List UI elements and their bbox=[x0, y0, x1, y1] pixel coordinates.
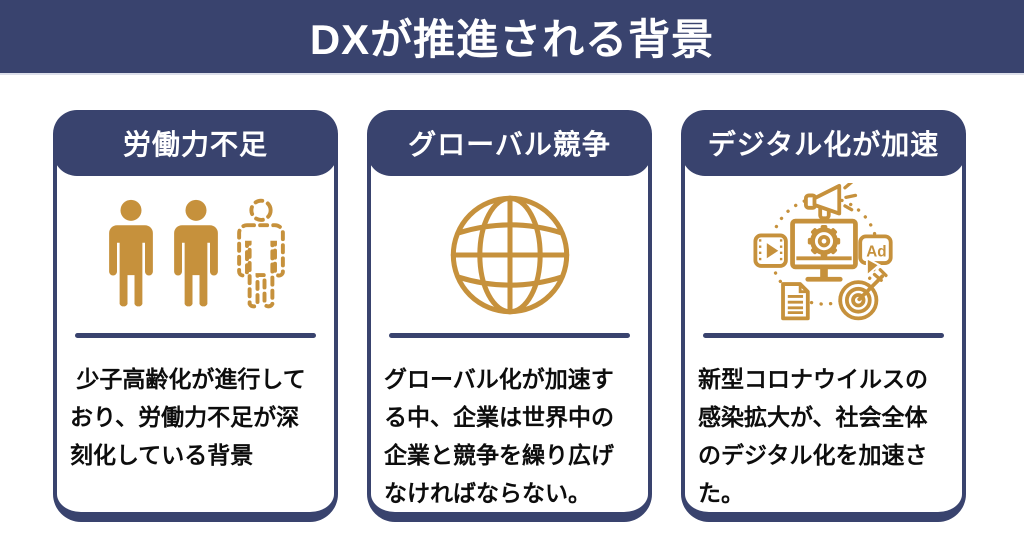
card-divider bbox=[389, 333, 630, 338]
card-description: グローバル化が加速す る中、企業は世界中の 企業と競争を繰り広げ なければならな… bbox=[384, 366, 614, 506]
cards-row: 労働力不足 少子高齢化が進行して おり、労働力不足が深 刻化している背景 bbox=[53, 110, 966, 522]
ad-label: Ad bbox=[866, 243, 886, 260]
document-icon bbox=[780, 282, 810, 321]
card-title-banner: 労働力不足 bbox=[53, 110, 338, 176]
page-title: DXが推進される背景 bbox=[309, 16, 715, 63]
card-title: 労働力不足 bbox=[122, 129, 268, 160]
card-icon-area bbox=[371, 176, 648, 333]
card-icon-area: Ad bbox=[685, 176, 962, 333]
gear-icon bbox=[807, 224, 840, 258]
monitor-gear-icon bbox=[789, 218, 858, 282]
target-icon bbox=[837, 268, 888, 321]
person-solid-icon bbox=[173, 199, 218, 307]
card-description: 少子高齢化が進行して おり、労働力不足が深 刻化している背景 bbox=[70, 366, 306, 468]
card-title-banner: デジタル化が加速 bbox=[681, 110, 966, 176]
card-title: グローバル競争 bbox=[408, 129, 611, 160]
card-description: 新型コロナウイルスの 感染拡大が、社会全体 のデジタル化を加速さ た。 bbox=[698, 366, 928, 506]
megaphone-icon bbox=[803, 183, 857, 221]
person-dashed-icon bbox=[236, 198, 285, 309]
card-title: デジタル化が加速 bbox=[707, 129, 940, 160]
card-title-banner: グローバル競争 bbox=[367, 110, 652, 176]
video-icon bbox=[752, 233, 788, 268]
card-divider bbox=[703, 333, 944, 338]
ad-icon: Ad bbox=[857, 234, 893, 278]
card-digital-acceleration: デジタル化が加速 bbox=[681, 110, 966, 522]
card-global-competition: グローバル競争 グローバル化が加速す る中、企業は世界中の 企業と競争を繰り広げ… bbox=[367, 110, 652, 522]
page-header: DXが推進される背景 bbox=[0, 0, 1024, 75]
card-divider bbox=[75, 333, 316, 338]
globe-icon bbox=[450, 195, 569, 314]
card-icon-area bbox=[57, 176, 334, 333]
card-labor-shortage: 労働力不足 少子高齢化が進行して おり、労働力不足が深 刻化している背景 bbox=[53, 110, 338, 522]
people-shortage-icon bbox=[103, 196, 289, 313]
digital-acceleration-icon: Ad bbox=[752, 183, 893, 321]
person-solid-icon bbox=[108, 199, 153, 307]
